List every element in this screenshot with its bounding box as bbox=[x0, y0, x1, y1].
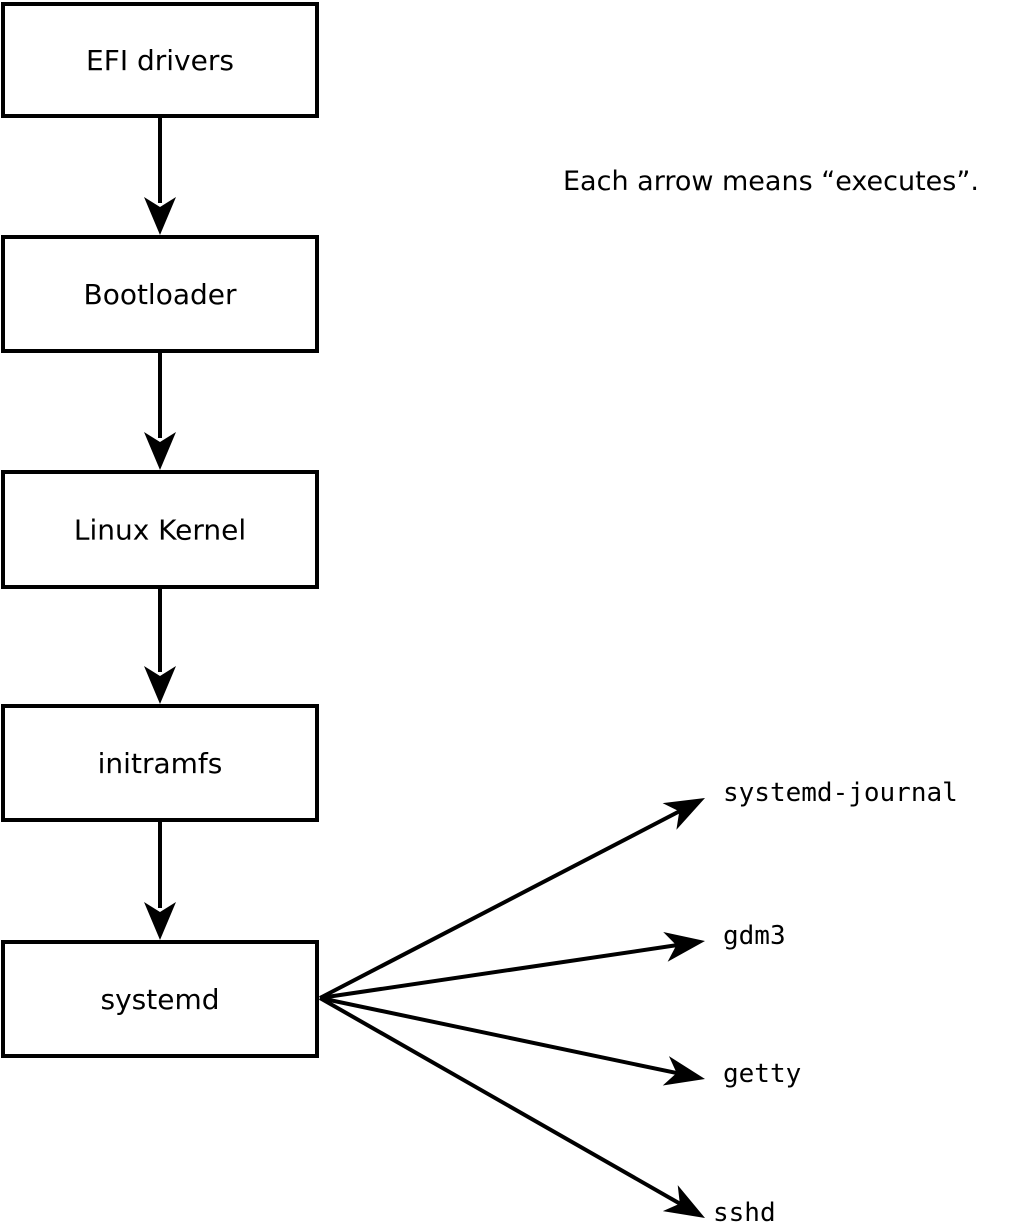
boot-stage-linux-kernel[interactable]: Linux Kernel bbox=[1, 470, 319, 589]
systemd-service-arrows bbox=[319, 798, 705, 1218]
service-label-sshd[interactable]: sshd bbox=[713, 1198, 776, 1228]
executes-arrow-systemd-to-gdm3 bbox=[319, 932, 705, 1000]
boot-stage-box bbox=[1, 940, 319, 1058]
boot-stage-label: Bootloader bbox=[83, 278, 237, 311]
arrow-head bbox=[144, 432, 176, 470]
boot-stage-efi-drivers[interactable]: EFI drivers bbox=[1, 2, 319, 118]
boot-stage-box bbox=[1, 235, 319, 353]
arrow-head bbox=[144, 197, 176, 235]
arrow-shaft bbox=[319, 996, 685, 1208]
executes-arrow-systemd-to-systemd-journal bbox=[319, 798, 705, 1000]
boot-stage-systemd[interactable]: systemd bbox=[1, 940, 319, 1058]
arrow-head bbox=[662, 798, 705, 830]
boot-stage-box bbox=[1, 2, 319, 118]
executes-arrow-systemd-to-sshd bbox=[319, 996, 705, 1218]
arrow-shaft bbox=[319, 996, 681, 1076]
boot-stage-initramfs[interactable]: initramfs bbox=[1, 704, 319, 822]
boot-stage-label: initramfs bbox=[98, 747, 223, 780]
boot-stage-bootloader[interactable]: Bootloader bbox=[1, 235, 319, 353]
systemd-service-labels: systemd-journal gdm3 getty sshd bbox=[713, 778, 958, 1228]
boot-stage-label: systemd bbox=[101, 983, 220, 1016]
executes-arrow-systemd-to-getty bbox=[319, 996, 705, 1086]
service-label-getty[interactable]: getty bbox=[723, 1059, 801, 1089]
executes-arrow-bootloader-to-linux-kernel bbox=[144, 353, 176, 470]
executes-arrow-initramfs-to-systemd bbox=[144, 822, 176, 940]
arrow-head bbox=[662, 1185, 705, 1218]
boot-stage-box bbox=[1, 704, 319, 822]
arrow-head bbox=[144, 666, 176, 704]
executes-arrow-linux-kernel-to-initramfs bbox=[144, 589, 176, 704]
arrow-shaft bbox=[319, 942, 681, 1000]
executes-arrow-efi-drivers-to-bootloader bbox=[144, 118, 176, 235]
arrow-head bbox=[662, 1056, 705, 1086]
boot-chain-arrows bbox=[144, 118, 176, 940]
service-label-gdm3[interactable]: gdm3 bbox=[723, 921, 786, 951]
boot-stage-box bbox=[1, 470, 319, 589]
arrow-shaft bbox=[319, 807, 684, 1000]
arrow-legend-annotation: Each arrow means “executes”. bbox=[563, 166, 979, 197]
arrow-head bbox=[663, 932, 705, 962]
service-label-systemd-journal[interactable]: systemd-journal bbox=[723, 778, 958, 808]
boot-stage-label: Linux Kernel bbox=[74, 514, 246, 547]
boot-stage-label: EFI drivers bbox=[86, 44, 234, 77]
arrow-head bbox=[144, 902, 176, 940]
